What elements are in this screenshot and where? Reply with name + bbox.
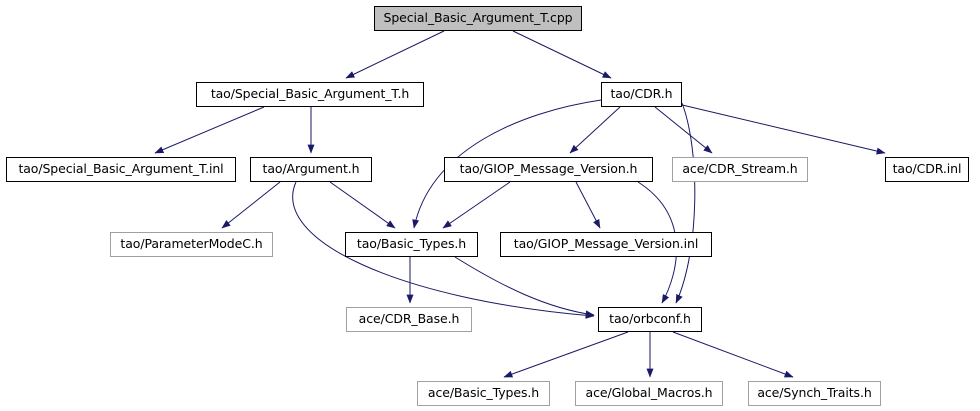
node-label: tao/orbconf.h [609,311,691,327]
node-cdr_st[interactable]: ace/CDR_Stream.h [672,157,808,182]
node-label: tao/ParameterModeC.h [120,236,263,252]
edge-cdr_h-to-orbconf [675,102,696,304]
node-label: tao/GIOP_Message_Version.inl [513,236,699,252]
node-label: Special_Basic_Argument_T.cpp [383,10,573,26]
node-label: ace/Global_Macros.h [585,385,713,401]
node-root[interactable]: Special_Basic_Argument_T.cpp [374,6,582,31]
node-cdr_h[interactable]: tao/CDR.h [601,82,682,107]
node-orbconf[interactable]: tao/orbconf.h [598,307,702,332]
node-sbat_h[interactable]: tao/Special_Basic_Argument_T.h [196,82,424,107]
edge-gmv_h-to-gmv_inl [575,181,601,229]
node-basic_t[interactable]: tao/Basic_Types.h [345,232,478,257]
node-label: tao/Argument.h [262,161,360,177]
edge-sbat_h-to-sbat_inl [154,106,265,154]
node-label: tao/Basic_Types.h [356,236,467,252]
node-arg_h[interactable]: tao/Argument.h [250,157,372,182]
node-label: ace/CDR_Stream.h [682,161,798,177]
node-label: tao/CDR.inl [892,161,962,177]
edge-arg_h-to-pmode [221,181,281,229]
edge-root-to-sbat_h [345,30,445,79]
edge-arg_h-to-basic_t [329,181,396,229]
node-cdr_base[interactable]: ace/CDR_Base.h [346,307,472,332]
edge-cdr_h-to-cdr_inl [677,103,886,155]
edge-root-to-cdr_h [512,30,612,79]
edge-cdr_h-to-gmv_h [569,106,621,154]
edge-cdr_h-to-cdr_st [654,106,713,154]
node-ace_gm[interactable]: ace/Global_Macros.h [575,381,723,406]
edge-cdr_h-to-basic_t [412,99,602,229]
node-ace_bt[interactable]: ace/Basic_Types.h [417,381,550,406]
node-label: tao/CDR.h [610,86,673,102]
edge-basic_t-to-orbconf [454,256,595,318]
node-label: ace/Basic_Types.h [427,385,540,401]
node-pmode[interactable]: tao/ParameterModeC.h [110,232,273,257]
node-label: tao/GIOP_Message_Version.h [459,161,638,177]
edge-gmv_h-to-basic_t [442,181,511,229]
edge-arg_h-to-orbconf [292,181,595,319]
node-gmv_inl[interactable]: tao/GIOP_Message_Version.inl [500,232,712,257]
node-label: ace/CDR_Base.h [358,311,460,327]
node-ace_st[interactable]: ace/Synch_Traits.h [748,381,881,406]
edge-group [154,30,886,378]
node-label: tao/Special_Basic_Argument_T.inl [18,161,224,177]
edge-orbconf-to-ace_st [672,331,794,378]
node-label: tao/Special_Basic_Argument_T.h [210,86,410,102]
node-sbat_inl[interactable]: tao/Special_Basic_Argument_T.inl [6,157,236,182]
node-gmv_h[interactable]: tao/GIOP_Message_Version.h [444,157,653,182]
edge-orbconf-to-ace_bt [503,331,629,378]
node-cdr_inl[interactable]: tao/CDR.inl [885,157,969,182]
node-label: ace/Synch_Traits.h [757,385,872,401]
